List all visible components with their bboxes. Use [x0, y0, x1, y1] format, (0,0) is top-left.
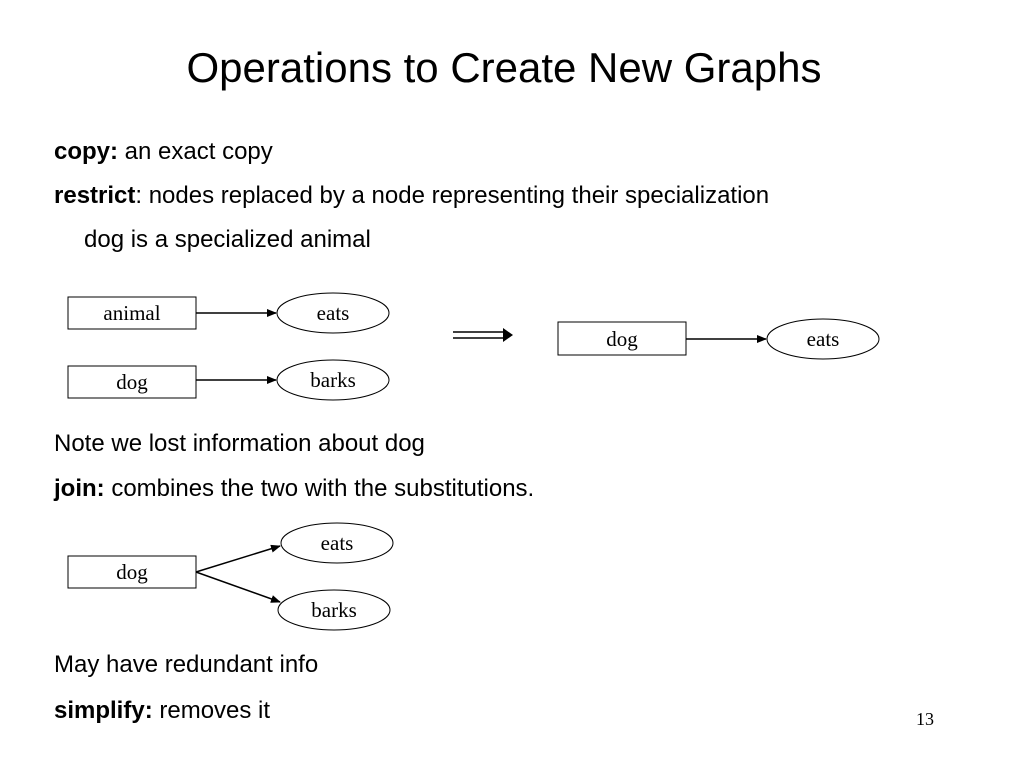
copy-line: copy: an exact copy — [54, 137, 273, 167]
restrict-input-graph-2: dog barks — [67, 359, 390, 401]
restrict-output-graph: dog eats — [557, 318, 880, 360]
restrict-input-graph-1: animal eats — [67, 292, 390, 334]
note-line: Note we lost information about dog — [54, 430, 425, 457]
concept-label-animal: animal — [103, 301, 160, 325]
restrict-term: restrict — [54, 182, 136, 209]
page-number: 13 — [916, 709, 934, 729]
copy-description: an exact copy — [118, 138, 273, 165]
join-line: join: combines the two with the substitu… — [54, 474, 534, 504]
simplify-term: simplify: — [54, 697, 153, 724]
concept-label-dog-joined: dog — [116, 560, 148, 584]
relation-node-eats-result — [766, 318, 880, 360]
relation-label-eats: eats — [317, 301, 350, 325]
join-term: join: — [54, 475, 105, 502]
restrict-description: : nodes replaced by a node representing … — [135, 182, 770, 209]
concept-node-dog-result — [557, 321, 687, 356]
redundant-line: May have redundant info — [54, 651, 319, 678]
concept-label-dog-result: dog — [606, 327, 638, 351]
concept-node-animal — [67, 296, 197, 330]
concept-node-dog — [67, 365, 197, 399]
concept-label-dog: dog — [116, 370, 148, 394]
join-result-graph: dog eats barks — [67, 522, 394, 631]
relation-node-eats — [276, 292, 390, 334]
relation-label-barks: barks — [310, 368, 356, 392]
simplify-line: simplify: removes it — [54, 696, 270, 726]
relation-node-barks-joined — [277, 589, 391, 631]
restrict-line: restrict: nodes replaced by a node repre… — [54, 181, 769, 211]
edge-dog-barks-joined — [195, 571, 281, 603]
relation-node-barks — [276, 359, 390, 401]
edge-dog-eats-joined — [195, 544, 281, 573]
relation-label-barks-joined: barks — [311, 598, 357, 622]
concept-node-dog-joined — [67, 555, 197, 589]
relation-label-eats-joined: eats — [321, 531, 354, 555]
relation-label-eats-result: eats — [807, 327, 840, 351]
join-description: combines the two with the substitutions. — [104, 475, 535, 502]
transform-arrow — [453, 328, 513, 342]
copy-term: copy: — [54, 138, 119, 165]
simplify-description: removes it — [152, 697, 271, 724]
slide-title: Operations to Create New Graphs — [186, 44, 822, 91]
relation-node-eats-joined — [280, 522, 394, 564]
restrict-example: dog is a specialized animal — [84, 226, 371, 253]
